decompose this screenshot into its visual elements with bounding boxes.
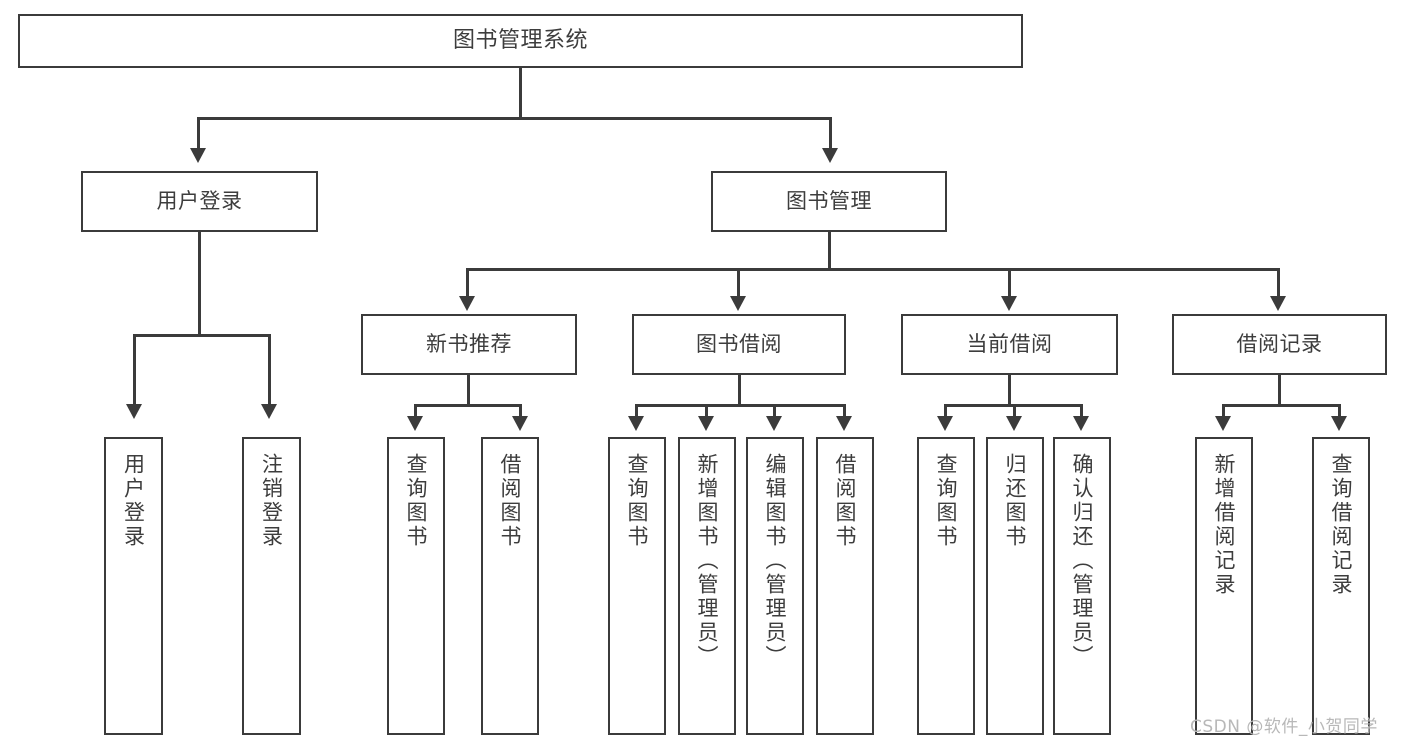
connector-drop-bb-leaf-3 xyxy=(773,404,776,418)
connector-user-login-bus xyxy=(133,334,270,337)
connector-root-stem xyxy=(519,68,522,118)
leaf-node-bb-add-book[interactable]: 新增图书（管理员） xyxy=(678,437,736,735)
arrowhead-book-manage xyxy=(822,148,838,163)
connector-drop-book-borrow xyxy=(737,268,740,298)
arrowhead-cb-leaf-2 xyxy=(1006,416,1022,431)
node-label: 借阅图书 xyxy=(498,453,523,549)
arrowhead-leaf-user-login xyxy=(126,404,142,419)
arrowhead-borrow-record xyxy=(1270,296,1286,311)
node-label: 借阅记录 xyxy=(1236,332,1323,357)
connector-user-login-stem xyxy=(198,232,201,336)
arrowhead-nb-leaf-1 xyxy=(407,416,423,431)
node-label: 查询图书 xyxy=(404,453,429,549)
connector-borrow-record-bus xyxy=(1222,404,1341,407)
leaf-node-br-add-record[interactable]: 新增借阅记录 xyxy=(1195,437,1253,735)
node-label: 新增借阅记录 xyxy=(1212,453,1237,597)
node-book-management[interactable]: 图书管理 xyxy=(711,171,947,232)
arrowhead-leaf-logout xyxy=(261,404,277,419)
leaf-node-bb-edit-book[interactable]: 编辑图书（管理员） xyxy=(746,437,804,735)
connector-book-borrow-bus xyxy=(635,404,845,407)
connector-drop-bb-leaf-1 xyxy=(635,404,638,418)
connector-new-book-stem xyxy=(467,375,470,406)
node-label: 当前借阅 xyxy=(966,332,1053,357)
connector-new-book-bus xyxy=(414,404,522,407)
node-user-login[interactable]: 用户登录 xyxy=(81,171,318,232)
arrowhead-current-borrow xyxy=(1001,296,1017,311)
arrowhead-bb-leaf-4 xyxy=(836,416,852,431)
leaf-node-nb-borrow-book[interactable]: 借阅图书 xyxy=(481,437,539,735)
node-borrow-record[interactable]: 借阅记录 xyxy=(1172,314,1387,375)
connector-drop-leaf-logout xyxy=(268,334,271,406)
connector-drop-user-login xyxy=(197,117,200,150)
node-root-system[interactable]: 图书管理系统 xyxy=(18,14,1023,68)
leaf-node-cb-query-book[interactable]: 查询图书 xyxy=(917,437,975,735)
connector-borrow-record-stem xyxy=(1278,375,1281,406)
arrowhead-cb-leaf-1 xyxy=(937,416,953,431)
connector-book-manage-stem xyxy=(828,232,831,270)
leaf-node-cb-confirm-return[interactable]: 确认归还（管理员） xyxy=(1053,437,1111,735)
arrowhead-book-borrow xyxy=(730,296,746,311)
connector-drop-book-manage xyxy=(829,117,832,150)
leaf-node-cb-return-book[interactable]: 归还图书 xyxy=(986,437,1044,735)
node-label: 图书管理系统 xyxy=(452,28,588,54)
arrowhead-user-login xyxy=(190,148,206,163)
arrowhead-bb-leaf-3 xyxy=(766,416,782,431)
leaf-node-nb-query-book[interactable]: 查询图书 xyxy=(387,437,445,735)
node-label: 图书借阅 xyxy=(696,332,782,357)
connector-drop-bb-leaf-4 xyxy=(843,404,846,418)
connector-drop-cb-leaf-1 xyxy=(944,404,947,418)
node-label: 新增图书（管理员） xyxy=(695,453,720,669)
node-label: 归还图书 xyxy=(1003,453,1028,549)
leaf-node-user-login[interactable]: 用户登录 xyxy=(104,437,163,735)
connector-drop-bb-leaf-2 xyxy=(705,404,708,418)
node-label: 查询借阅记录 xyxy=(1329,453,1354,597)
leaf-node-logout[interactable]: 注销登录 xyxy=(242,437,301,735)
connector-current-borrow-stem xyxy=(1008,375,1011,406)
node-label: 用户登录 xyxy=(121,453,146,549)
node-label: 确认归还（管理员） xyxy=(1070,453,1095,669)
connector-level1-bus xyxy=(197,117,832,120)
node-label: 用户登录 xyxy=(156,189,243,214)
arrowhead-bb-leaf-1 xyxy=(628,416,644,431)
node-label: 查询图书 xyxy=(625,453,650,549)
connector-drop-nb-leaf-1 xyxy=(414,404,417,418)
node-new-book-recommend[interactable]: 新书推荐 xyxy=(361,314,577,375)
arrowhead-br-leaf-1 xyxy=(1215,416,1231,431)
node-label: 编辑图书（管理员） xyxy=(763,453,788,669)
arrowhead-cb-leaf-3 xyxy=(1073,416,1089,431)
connector-drop-cb-leaf-2 xyxy=(1013,404,1016,418)
connector-drop-current-borrow xyxy=(1008,268,1011,298)
arrowhead-bb-leaf-2 xyxy=(698,416,714,431)
connector-book-borrow-stem xyxy=(738,375,741,406)
node-label: 新书推荐 xyxy=(426,332,512,357)
node-label: 图书管理 xyxy=(786,189,872,214)
connector-level2-bus xyxy=(466,268,1280,271)
connector-drop-nb-leaf-2 xyxy=(519,404,522,418)
arrowhead-br-leaf-2 xyxy=(1331,416,1347,431)
node-label: 注销登录 xyxy=(259,453,284,549)
arrowhead-new-book xyxy=(459,296,475,311)
connector-drop-leaf-user-login xyxy=(133,334,136,406)
connector-drop-br-leaf-1 xyxy=(1222,404,1225,418)
node-label: 借阅图书 xyxy=(833,453,858,549)
connector-drop-new-book xyxy=(466,268,469,298)
arrowhead-nb-leaf-2 xyxy=(512,416,528,431)
leaf-node-bb-query-book[interactable]: 查询图书 xyxy=(608,437,666,735)
leaf-node-bb-borrow-book[interactable]: 借阅图书 xyxy=(816,437,874,735)
connector-drop-br-leaf-2 xyxy=(1338,404,1341,418)
node-label: 查询图书 xyxy=(934,453,959,549)
connector-drop-borrow-record xyxy=(1277,268,1280,298)
leaf-node-br-query-record[interactable]: 查询借阅记录 xyxy=(1312,437,1370,735)
node-current-borrow[interactable]: 当前借阅 xyxy=(901,314,1118,375)
node-book-borrow[interactable]: 图书借阅 xyxy=(632,314,846,375)
connector-drop-cb-leaf-3 xyxy=(1080,404,1083,418)
